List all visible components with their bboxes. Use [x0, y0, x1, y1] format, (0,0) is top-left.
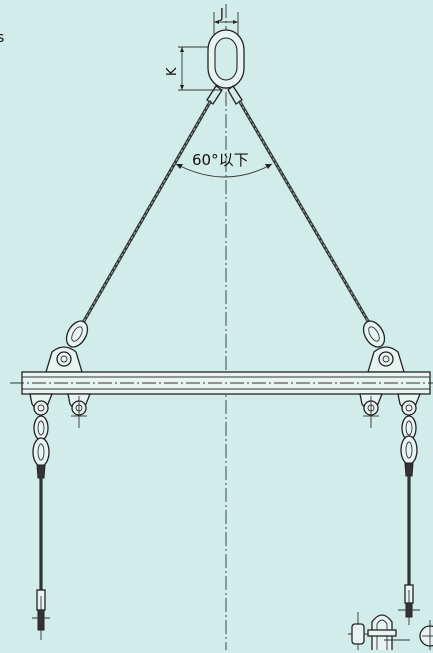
bottom-lug-4: [397, 393, 421, 416]
corner-text: s: [0, 30, 4, 46]
dim-k-label: K: [165, 67, 180, 76]
left-hanging-sling: [32, 415, 50, 640]
master-link: [207, 29, 245, 89]
shackle-detail: [348, 612, 433, 650]
bottom-lugs: [29, 393, 421, 428]
right-sling: [227, 85, 374, 330]
right-hanging-sling: [398, 415, 420, 625]
left-top-lug: [45, 346, 83, 373]
dim-j-label: J: [219, 7, 224, 22]
right-top-lug: [367, 346, 405, 373]
angle-label: 60°以下: [192, 151, 249, 169]
left-sling: [78, 85, 223, 330]
lifting-beam: [10, 371, 433, 395]
bottom-lug-1: [29, 393, 53, 416]
angle-indicator: 60°以下: [175, 151, 273, 178]
